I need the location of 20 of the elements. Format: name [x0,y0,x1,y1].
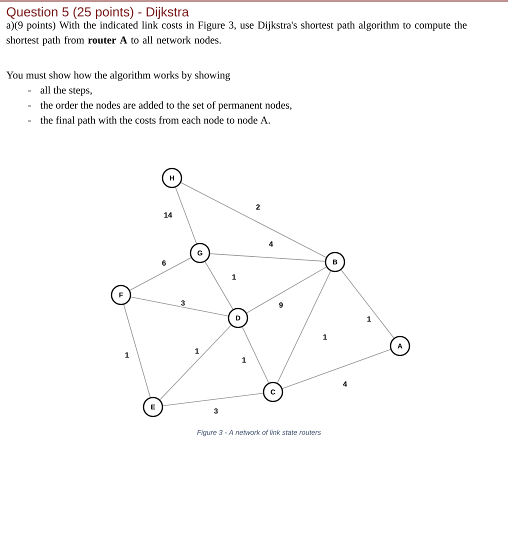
link-line [282,349,391,389]
link-line [130,257,192,291]
link-line [340,270,394,338]
link-line [175,187,197,244]
link-line [204,261,234,310]
text: You must show how the algorithm works by showing [6,71,230,81]
link-line [276,270,332,384]
bullet-item: all the steps, [40,86,92,96]
bullet-item: the order the nodes are added to the set of permanent nodes, [40,101,292,111]
link-line [246,266,327,314]
link-line [130,296,228,316]
link-line [123,304,151,398]
link-line [180,182,326,258]
link-line [162,392,264,406]
link-line [160,324,232,400]
paragraph: a)(9 points) With the indicated link costs in Figure 3, use Dijkstra's shortest path algorithm to compute the shortest path from router A to all network nodes. [6,21,467,46]
bullet-item: the final path with the costs from each node to node A. [40,116,270,126]
title: Question 5 (25 points) - Dijkstra [6,6,189,20]
link-line [210,253,326,262]
link-line [242,326,270,384]
